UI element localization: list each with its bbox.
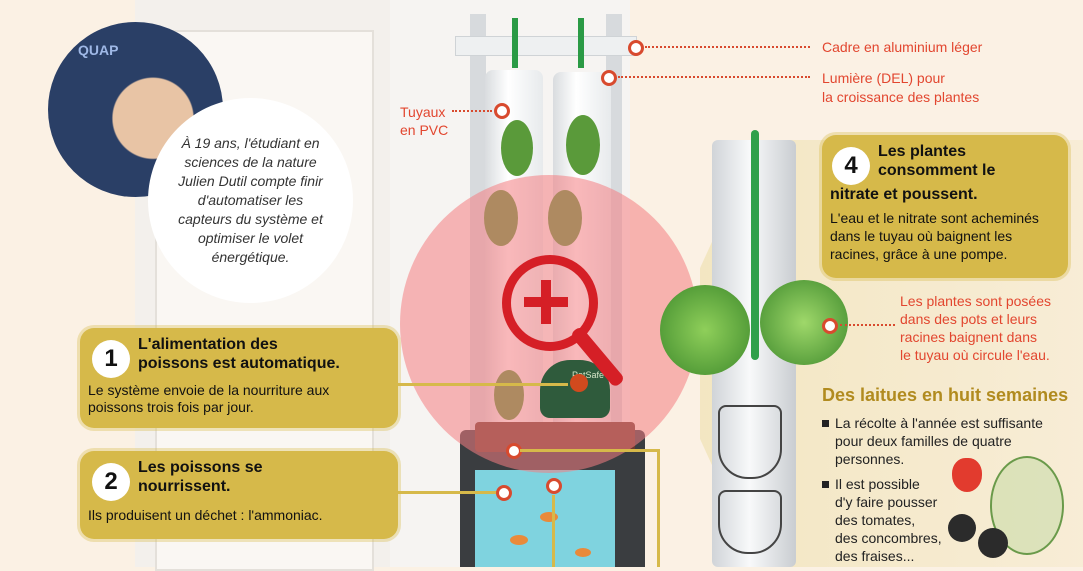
card-title-line2: consomment le (878, 162, 996, 179)
label-pots-2: dans des pots et leurs (900, 311, 1037, 327)
fish-icon (540, 512, 558, 522)
step-number: 1 (92, 340, 130, 378)
card-title-line2: poissons est automatique. (138, 355, 340, 372)
bullet2-line5: des fraises... (835, 548, 915, 564)
label-light-2: la croissance des plantes (822, 89, 980, 105)
led-strip (578, 18, 584, 68)
callout-dot (601, 70, 617, 86)
callout-dot (822, 318, 838, 334)
card-step-2: 2 Les poissons se nourrissent. Ils produ… (80, 451, 398, 539)
tomato-icon (948, 514, 976, 542)
card-body-line3: racines, grâce à une pompe. (830, 246, 1008, 262)
frame-crossbar (455, 36, 637, 56)
plus-icon (541, 280, 551, 324)
label-pots-4: le tuyau où circule l'eau. (900, 347, 1050, 363)
bullet1-line2: pour deux familles de quatre (835, 433, 1012, 449)
card-step-1: 1 L'alimentation des poissons est automa… (80, 328, 398, 428)
callout-dot (496, 485, 512, 501)
bullet1-line1: La récolte à l'année est suffisante (835, 415, 1043, 431)
card-title-line3: nitrate et poussent. (830, 186, 978, 203)
plant-hole (501, 120, 533, 176)
quote-bubble: À 19 ans, l'étudiant en sciences de la n… (148, 98, 353, 303)
lettuce-left (660, 285, 750, 375)
connector-line (398, 491, 498, 494)
plant-hole (566, 115, 600, 175)
sidebar-title: Des laitues en huit semaines (822, 385, 1069, 405)
card-body-line1: L'eau et le nitrate sont acheminés (830, 210, 1039, 226)
net-pot (718, 405, 782, 479)
card-title-line1: Les plantes (878, 143, 967, 160)
bullet1-line3: personnes. (835, 451, 905, 467)
card-title-line1: Les poissons se (138, 459, 263, 476)
connector-line (398, 383, 568, 386)
callout-line (452, 110, 492, 112)
zoomed-green-tube (751, 130, 759, 360)
callout-line (840, 324, 895, 326)
card-title-line2: nourrissent. (138, 478, 231, 495)
label-pots-1: Les plantes sont posées (900, 293, 1051, 309)
label-pvc-1: Tuyaux (400, 104, 446, 120)
connector-line (520, 449, 660, 452)
bubble-text: À 19 ans, l'étudiant en sciences de la n… (178, 135, 323, 265)
callout-line (645, 46, 810, 48)
bullet2-line1: Il est possible (835, 476, 920, 492)
fish-icon (575, 548, 591, 557)
label-light-1: Lumière (DEL) pour (822, 70, 945, 86)
callout-line (618, 76, 810, 78)
feeder-brand: PetSafe (572, 370, 605, 380)
tomato-icon (978, 528, 1008, 558)
connector-line (552, 495, 555, 567)
card-body-line1: Le système envoie de la nourriture aux (88, 382, 330, 398)
callout-dot (494, 103, 510, 119)
bullet2-line2: d'y faire pousser (835, 494, 938, 510)
bullet2-line4: des concombres, (835, 530, 942, 546)
callout-dot (546, 478, 562, 494)
bullet-icon (822, 481, 829, 488)
led-strip (512, 18, 518, 68)
label-frame: Cadre en aluminium léger (822, 39, 983, 55)
card-title-line1: L'alimentation des (138, 336, 278, 353)
fish-icon (510, 535, 528, 545)
label-pots-3: racines baignent dans (900, 329, 1037, 345)
photo-sign: QUAP (78, 42, 119, 58)
card-body-line2: poissons trois fois par jour. (88, 399, 254, 415)
connector-line (657, 449, 660, 567)
card-body-line2: dans le tuyau où baignent les (830, 228, 1013, 244)
strawberry-icon (952, 458, 982, 492)
card-step-4: 4 Les plantes consomment le nitrate et p… (822, 135, 1068, 278)
net-pot (718, 490, 782, 554)
bullet2-line3: des tomates, (835, 512, 916, 528)
step-number: 2 (92, 463, 130, 501)
callout-dot (628, 40, 644, 56)
card-body: Ils produisent un déchet : l'ammoniac. (88, 507, 323, 523)
label-pvc-2: en PVC (400, 122, 449, 138)
feeder-knob (570, 374, 588, 392)
bullet-icon (822, 420, 829, 427)
step-number: 4 (832, 147, 870, 185)
